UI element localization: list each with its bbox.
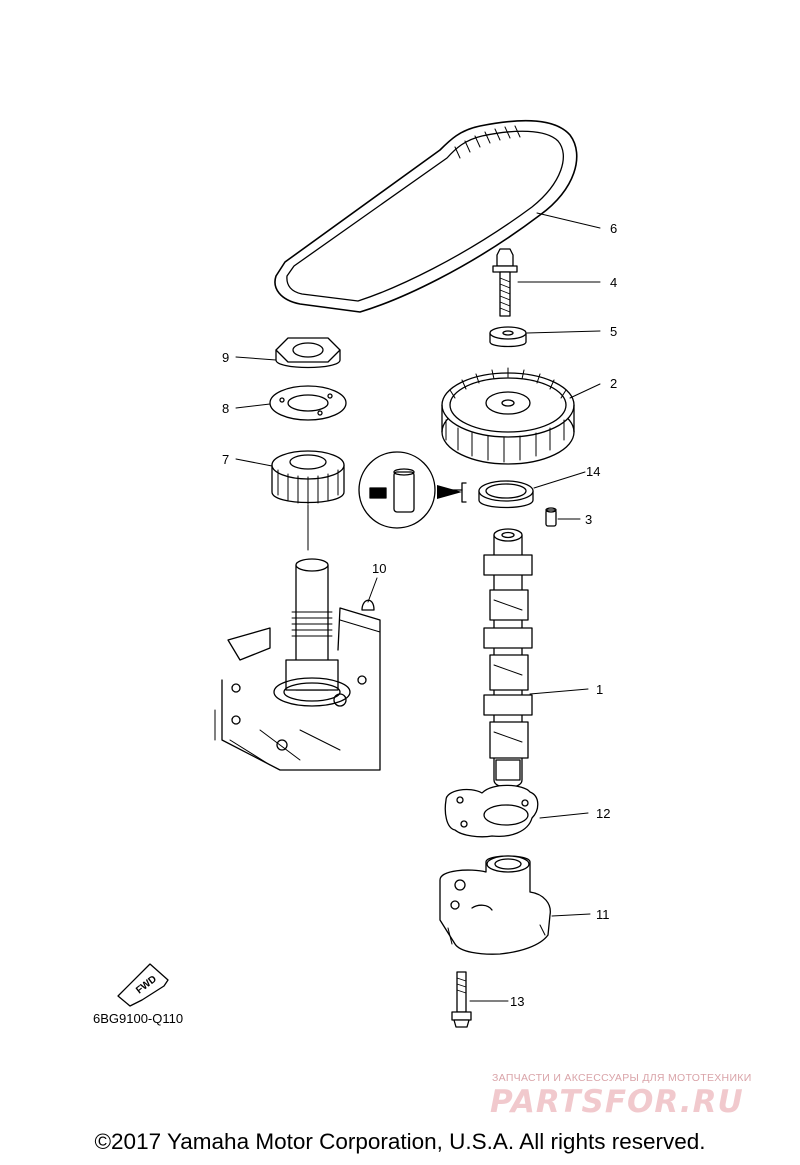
oil-pump-11 — [439, 855, 551, 955]
fwd-arrow — [117, 963, 169, 1007]
callout-2: 2 — [610, 376, 617, 391]
callout-10: 10 — [372, 561, 386, 576]
callout-7: 7 — [222, 452, 229, 467]
callout-5: 5 — [610, 324, 617, 339]
detail-inset — [358, 451, 463, 529]
callout-9: 9 — [222, 350, 229, 365]
leader-lines — [235, 212, 601, 1002]
crankshaft-and-block — [214, 558, 381, 771]
callout-14: 14 — [586, 464, 600, 479]
callout-labels: 1 2 3 4 5 6 7 8 9 10 11 12 13 14 FWD — [134, 221, 617, 1009]
callout-13: 13 — [510, 994, 524, 1009]
camshaft-1 — [483, 528, 533, 789]
callout-3: 3 — [585, 512, 592, 527]
diagram-code: 6BG9100-Q110 — [93, 1011, 184, 1026]
washer-plate-8 — [269, 385, 347, 421]
pin-3 — [545, 507, 557, 527]
drive-pulley-7 — [271, 450, 345, 551]
timing-belt — [274, 120, 578, 313]
watermark-logo: PARTSFOR.RU — [490, 1084, 744, 1120]
copyright-notice: ©2017 Yamaha Motor Corporation, U.S.A. A… — [94, 1129, 706, 1154]
oil-seal-14 — [461, 480, 534, 509]
gasket-12 — [444, 784, 539, 838]
driven-pulley-2 — [441, 367, 575, 465]
watermark-tagline: ЗАПЧАСТИ И АКСЕССУАРЫ ДЛЯ МОТОТЕХНИКИ — [492, 1072, 752, 1084]
washer-5 — [489, 326, 527, 348]
callout-8: 8 — [222, 401, 229, 416]
callout-1: 1 — [596, 682, 603, 697]
callout-6: 6 — [610, 221, 617, 236]
callout-4: 4 — [610, 275, 617, 290]
bolt-13 — [451, 971, 472, 1028]
callout-12: 12 — [596, 806, 610, 821]
bolt-4 — [492, 248, 518, 317]
nut-9 — [275, 337, 341, 369]
callout-11: 11 — [596, 907, 610, 922]
